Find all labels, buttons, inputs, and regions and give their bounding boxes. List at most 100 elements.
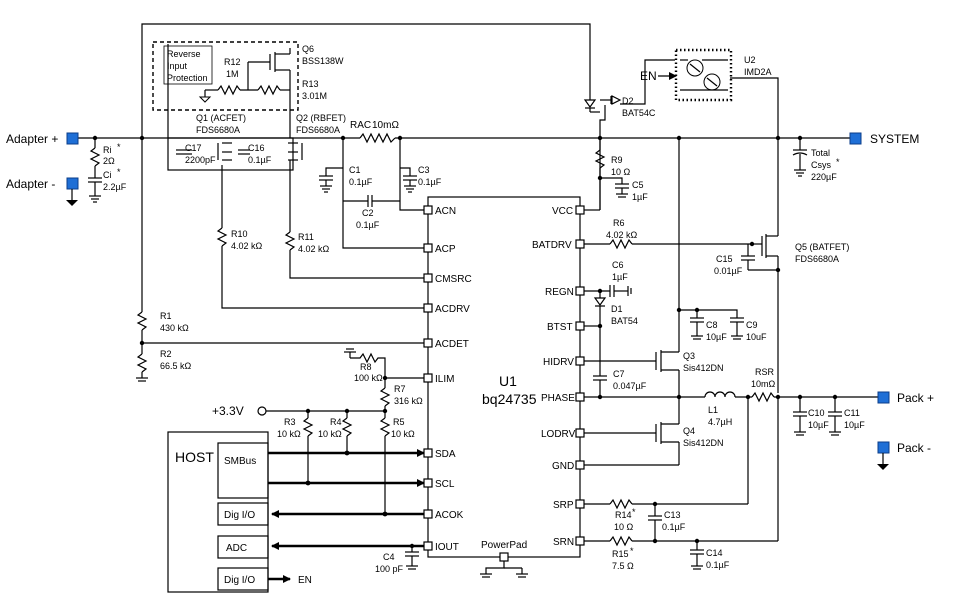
reverse-protection-box [152,41,299,111]
r9-resistor [584,138,606,211]
pin-vcc-label: VCC [552,206,573,217]
junction [694,307,700,313]
pin-hidrv [575,356,585,366]
junction [676,135,682,141]
system-terminal[interactable] [849,132,862,145]
csys-ref: Total [811,148,830,158]
smbus-block [217,442,269,499]
pin-iout [423,541,433,551]
r1-value: 430 kΩ [160,323,189,333]
pin-srn [575,536,585,546]
pin-scl-label: SCL [435,479,455,490]
ci-value: 2.2µF [103,182,127,192]
pin-acok-label: ACOK [435,510,464,521]
c8-ref: C8 [706,320,718,330]
junction [597,394,603,400]
c5-ref: C5 [632,180,644,190]
u1-right-pins: VCC BATDRV REGN BTST HIDRV PHASE LODRV G… [532,205,585,548]
pin-ilim-label: ILIM [435,374,454,385]
c9-ref: C9 [746,320,758,330]
ri-value: 2Ω [103,156,115,166]
q5-value: FDS6680A [795,254,839,264]
pin-vcc [575,205,585,215]
ri-ref: Ri [103,145,112,155]
d2-value: BAT54C [622,108,656,118]
c13-value: 0.1µF [662,522,686,532]
junction [749,241,755,247]
r14-mark: * [632,507,636,517]
pin-acn-label: ACN [435,206,456,217]
u2-to-system-wire [730,77,779,138]
c17-ref: C17 [185,143,202,153]
rac-resistor [359,132,396,144]
rac-ref: RAC [350,120,371,131]
c4-ref: C4 [383,552,395,562]
q2-transistor [288,142,303,161]
rac-value: 10mΩ [372,120,399,131]
r14-value: 10 Ω [614,522,634,532]
pin-hidrv-label: HIDRV [543,357,574,368]
c1-value: 0.1µF [349,177,373,187]
pin-regn [575,286,585,296]
r5-resistor [379,411,391,514]
junction [797,394,803,400]
c1-capacitor [319,167,343,193]
junction [305,480,311,486]
pack-minus-terminal[interactable] [877,441,890,470]
pin-batdrv-label: BATDRV [532,240,572,251]
r2-ref: R2 [160,349,172,359]
c14-ref: C14 [706,548,723,558]
junction [139,340,145,346]
junction [775,267,781,273]
l1-value: 4.7µH [708,417,732,427]
r10-ref: R10 [231,229,248,239]
c7-ref: C7 [613,369,625,379]
c2-value: 0.1µF [356,220,380,230]
pin-srp [575,499,585,509]
u1-ref: U1 [499,373,517,389]
junction [832,394,838,400]
c3-capacitor [400,167,417,193]
r15-value: 7.5 Ω [612,561,634,571]
pin-cmsrc-label: CMSRC [435,274,472,285]
adapter-sense-wire [141,23,591,138]
pin-acdrv [423,303,433,313]
r3-value: 10 kΩ [277,429,301,439]
r12-value: 1M [226,69,239,79]
junction [92,135,98,141]
csys-value: 220µF [811,172,837,182]
adapter-minus-label: Adapter - [6,177,55,191]
u1-part: bq24735 [482,391,537,407]
pack-plus-terminal[interactable] [877,391,890,404]
r6-value: 4.02 kΩ [606,230,638,240]
c16-capacitor [238,149,250,155]
r6-resistor [584,238,752,250]
c5-value: 1µF [632,192,648,202]
r3-ref: R3 [284,417,296,427]
d2-to-u2-wire [620,59,675,105]
r9-value: 10 Ω [611,167,631,177]
smbus-label: SMBus [224,456,256,467]
pin-acdet-label: ACDET [435,339,469,350]
c7-capacitor [593,326,607,397]
q1-transistor [217,142,232,161]
d1-ref: D1 [611,304,623,314]
pin-phase-label: PHASE [541,393,575,404]
d1-value: BAT54 [611,316,638,326]
rsr-ref: RSR [755,367,775,377]
pin-phase [575,392,585,402]
adapter-minus-terminal[interactable] [66,177,79,206]
c8-capacitor [690,310,704,340]
q4-transistor [584,397,680,466]
pin-lodrv-label: LODRV [541,429,576,440]
c1-ref: C1 [349,165,361,175]
protection-label-1: Reverse [167,49,201,59]
q2-ref: Q2 (RBFET) [296,113,346,123]
host-en-label: EN [298,575,312,586]
q1-value: FDS6680A [196,125,240,135]
protection-label-box [163,45,213,85]
c14-capacitor [690,541,704,570]
adapter-plus-terminal[interactable] [66,132,79,145]
r1-ref: R1 [160,311,172,321]
